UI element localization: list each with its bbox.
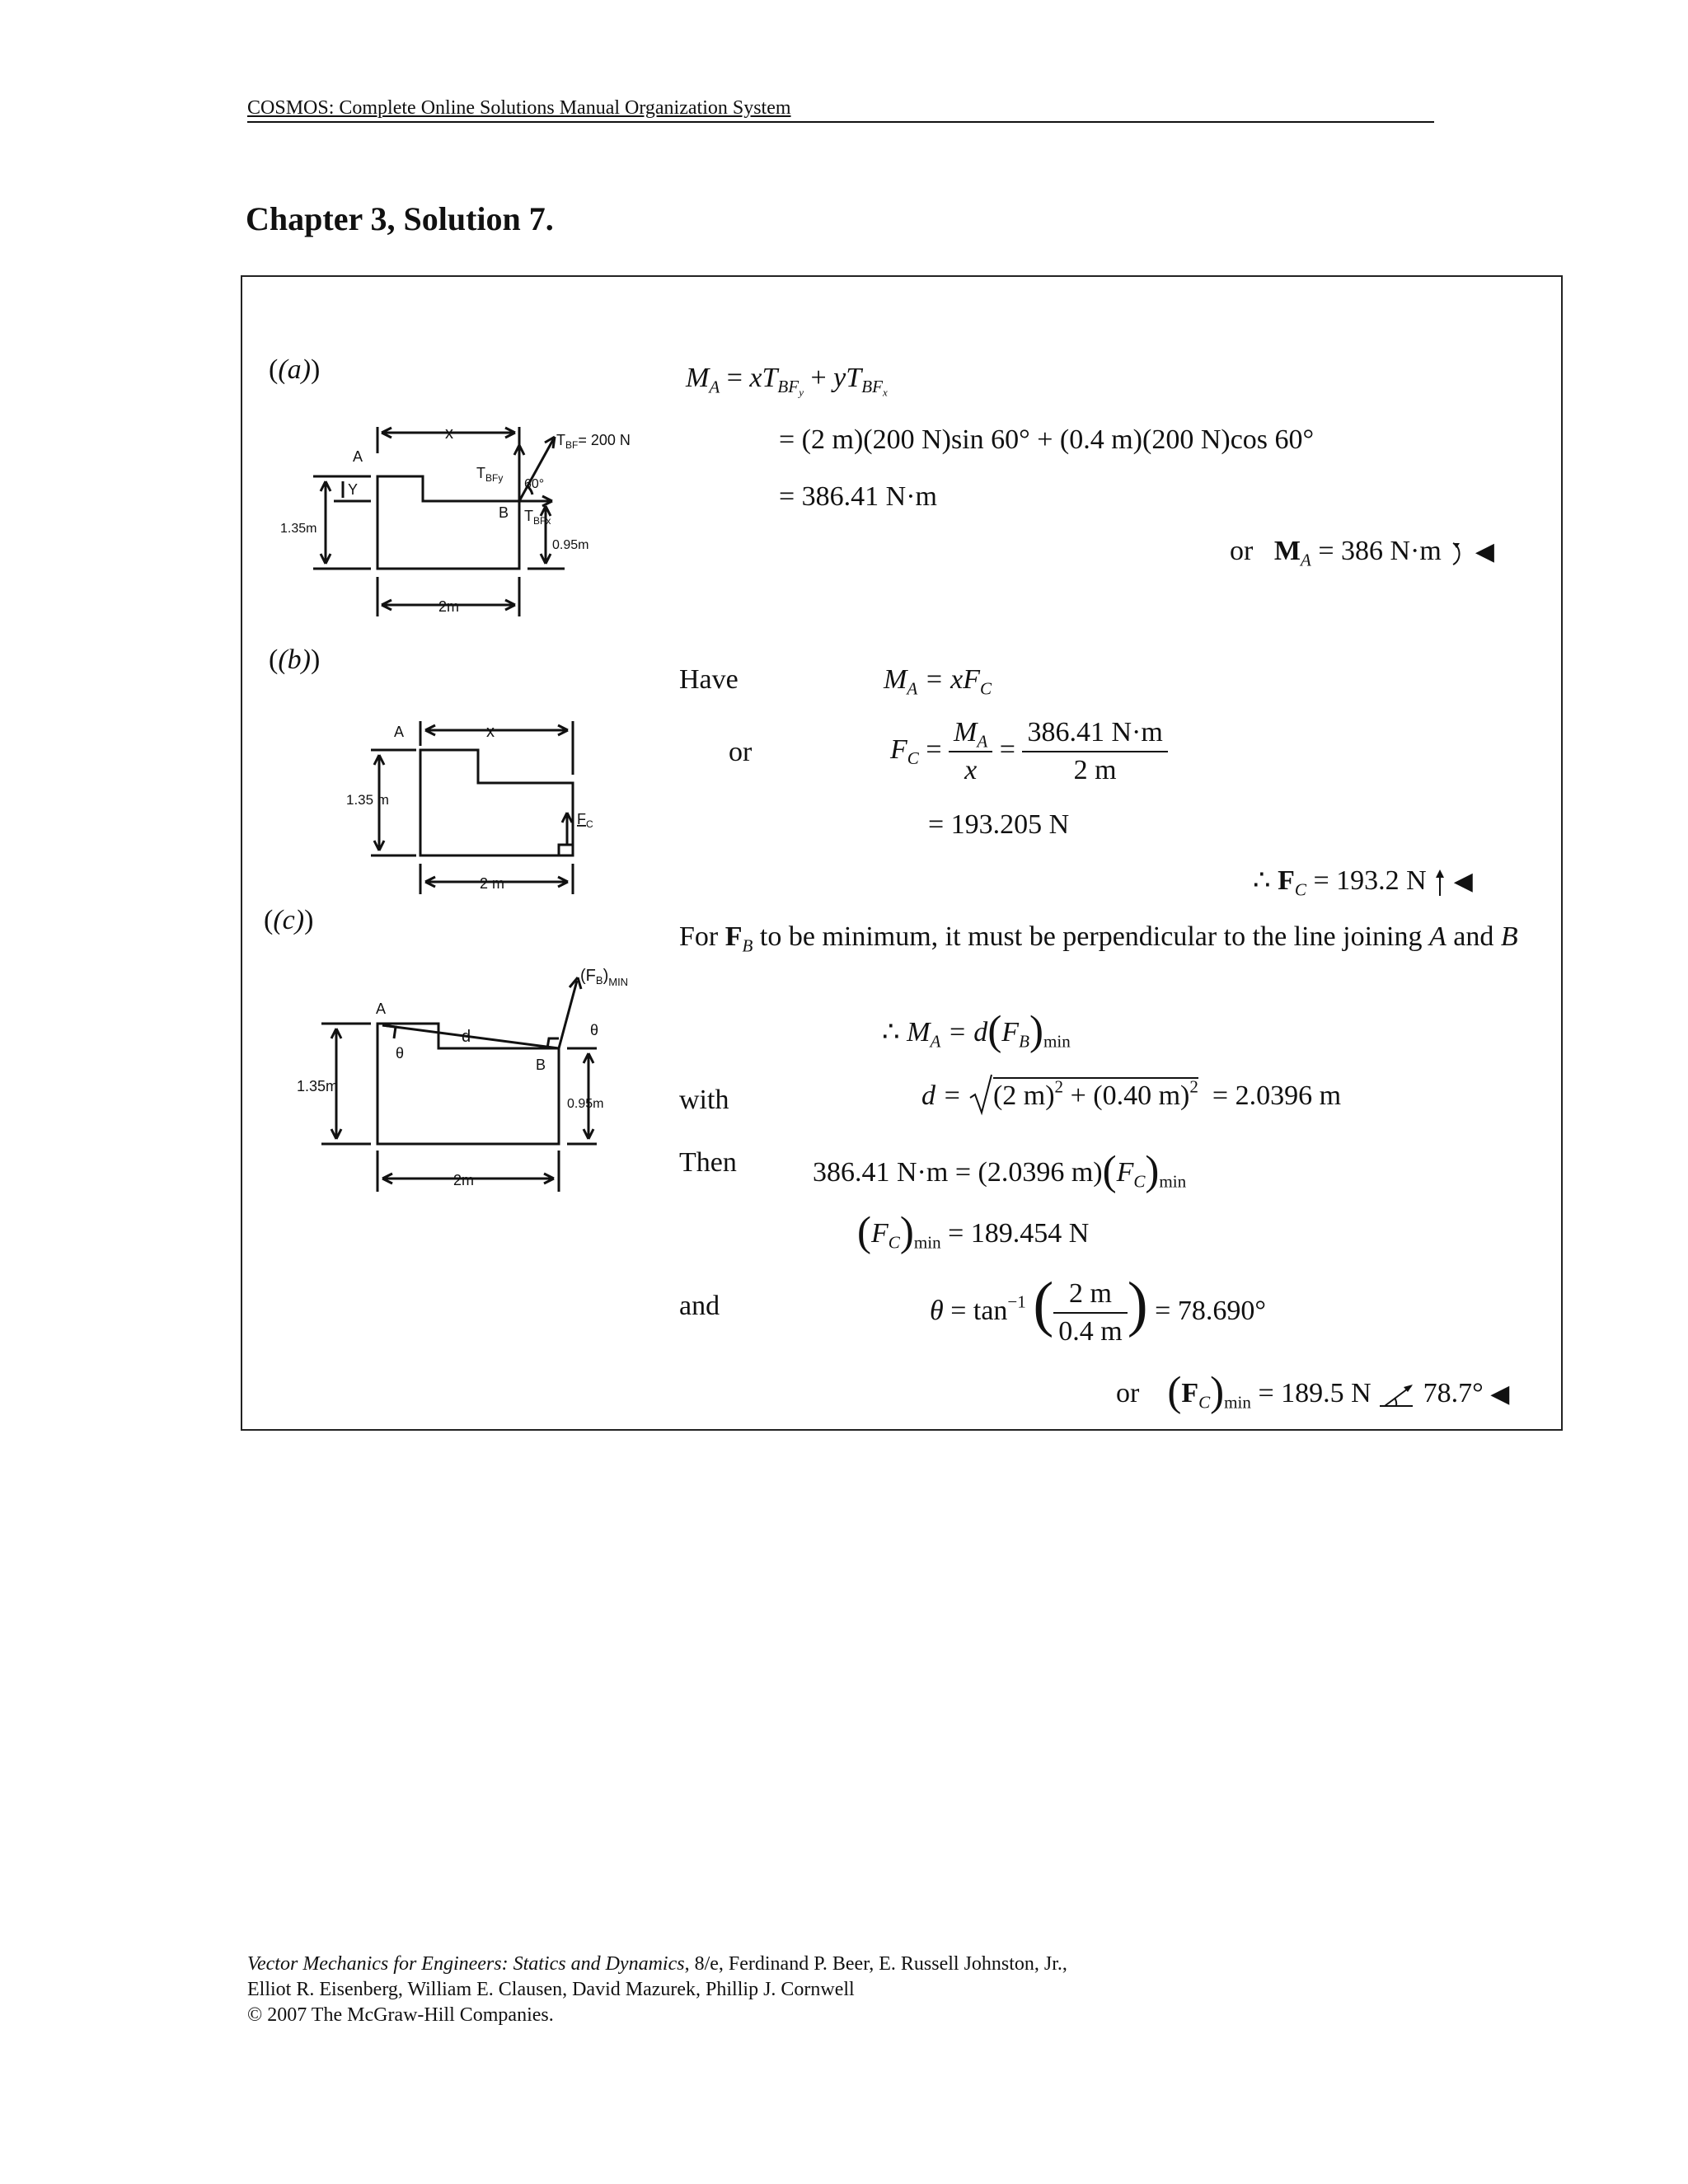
page-footer: Vector Mechanics for Engineers: Statics … [247, 1952, 1067, 2028]
part-b-diagram: A x 1.35 m FC 2 m [346, 721, 593, 894]
statement-c: For FB to be minimum, it must be perpend… [679, 921, 1518, 956]
eq-a-line2: = (2 m)(200 N)sin 60° + (0.4 m)(200 N)co… [779, 424, 1315, 455]
label-tbfx: T [524, 508, 533, 524]
label-y: Y [348, 481, 358, 498]
label-a: A [376, 1001, 386, 1017]
label-with: with [679, 1085, 729, 1115]
label-b: B [499, 504, 509, 521]
label-or-b: or [729, 737, 753, 767]
part-b-label: ((b)) [269, 644, 321, 675]
eq-b-line3: = 193.205 N [928, 809, 1070, 840]
svg-text:TBF= 200 N: TBF= 200 N [556, 432, 631, 451]
fb-min-arrow [557, 980, 579, 1049]
ccw-moment-icon [1452, 542, 1461, 566]
label-then: Then [679, 1147, 737, 1178]
label-width-2m: 2m [453, 1172, 474, 1188]
label-tbf: T [556, 432, 565, 448]
svg-text:TBFx: TBFx [524, 508, 551, 527]
part-a-label: ((a)) [269, 354, 321, 385]
up-arrow-icon [1436, 869, 1445, 897]
label-h-135: 1.35m [297, 1078, 338, 1094]
footer-copyright: © 2007 The McGraw-Hill Companies. [247, 2004, 554, 2026]
part-b-letter: (b) [278, 644, 311, 675]
eq-c-line1: ∴ MA = d(FB)min [882, 1008, 1071, 1054]
label-and: and [679, 1291, 720, 1321]
label-fc: F [577, 811, 586, 827]
label-fb-min: MIN [608, 976, 628, 988]
angle-icon [1380, 1385, 1414, 1408]
label-theta1: θ [396, 1045, 404, 1062]
label-a: A [353, 448, 363, 465]
label-fc-sub: C [586, 818, 593, 830]
label-width-2m: 2 m [480, 875, 504, 892]
label-width-2m: 2m [438, 598, 459, 615]
block-outline [419, 748, 574, 857]
label-have: Have [679, 664, 738, 695]
label-fb-sub: B [596, 974, 603, 987]
label-x: x [486, 723, 495, 741]
label-fb: (F [580, 967, 596, 985]
label-h-095: 0.95m [567, 1097, 603, 1111]
label-d: d [462, 1028, 471, 1046]
eq-a-line1: MA = xTBFy + yTBFx [686, 363, 888, 399]
label-fb-end: ) [603, 967, 609, 985]
svg-text:TBFy: TBFy [476, 465, 503, 484]
label-tbf-sub: BF [565, 439, 578, 451]
tbf-arrow [518, 436, 556, 502]
header-text: COSMOS: Complete Online Solutions Manual… [247, 97, 791, 119]
block-outline [376, 475, 521, 570]
eq-c-line2: d = (2 m)2 + (0.40 m)2 = 2.0396 m [921, 1071, 1341, 1116]
label-angle-60: 60° [524, 477, 544, 491]
eq-c-line3: 386.41 N·m = (2.0396 m)(FC)min [813, 1148, 1187, 1194]
footer-line2: Elliot R. Eisenberg, William E. Clausen,… [247, 1979, 855, 2000]
eq-a-answer: or MA = 386 N·m ◀ [1230, 536, 1494, 570]
answer-marker-icon: ◀ [1453, 868, 1473, 895]
part-c-diagram: A θ d B θ (FB)MIN 1.35m 0.95m 2m [297, 967, 628, 1192]
page-header: COSMOS: Complete Online Solutions Manual… [247, 97, 1434, 123]
label-tbfy: T [476, 465, 485, 481]
label-theta2: θ [590, 1022, 598, 1038]
label-h-135: 1.35m [280, 522, 316, 536]
answer-marker-icon: ◀ [1490, 1380, 1510, 1408]
svg-text:FC: FC [577, 811, 593, 830]
sqrt-icon [969, 1074, 992, 1116]
footer-book-title: Vector Mechanics for Engineers: Statics … [247, 1953, 685, 1975]
footer-line1: Vector Mechanics for Engineers: Statics … [247, 1952, 1067, 1977]
eq-a-line3: = 386.41 N·m [779, 481, 937, 512]
label-tbf-value: = 200 N [578, 432, 631, 448]
label-b: B [536, 1057, 546, 1073]
label-a: A [394, 724, 404, 740]
line-d [382, 1024, 560, 1050]
part-c-letter: (c) [273, 905, 305, 935]
answer-marker-icon: ◀ [1475, 538, 1494, 565]
eq-c-line4: (FC)min = 189.454 N [857, 1209, 1090, 1255]
eq-c-answer: or (FC)min = 189.5 N 78.7° ◀ [1116, 1369, 1510, 1415]
part-a-diagram: A x Y TBF= 200 N TBFy 60° B TBFx 1.35m 0… [280, 424, 631, 616]
label-tbfx-sub: BFx [533, 515, 551, 527]
solution-box [241, 275, 1563, 1431]
part-a-letter: (a) [278, 354, 311, 385]
eq-b-line1: MA = xFC [884, 664, 992, 699]
part-c-label: ((c)) [264, 905, 314, 935]
label-x: x [445, 424, 453, 443]
svg-text:(FB)MIN: (FB)MIN [580, 967, 628, 988]
label-h-095: 0.95m [552, 538, 588, 552]
label-h-135: 1.35 m [346, 792, 389, 808]
eq-b-answer: ∴ FC = 193.2 N ◀ [1253, 865, 1473, 900]
label-tbfy-sub: BFy [485, 472, 503, 484]
page-title: Chapter 3, Solution 7. [246, 200, 554, 237]
footer-authors-1: , 8/e, Ferdinand P. Beer, E. Russell Joh… [684, 1953, 1067, 1975]
